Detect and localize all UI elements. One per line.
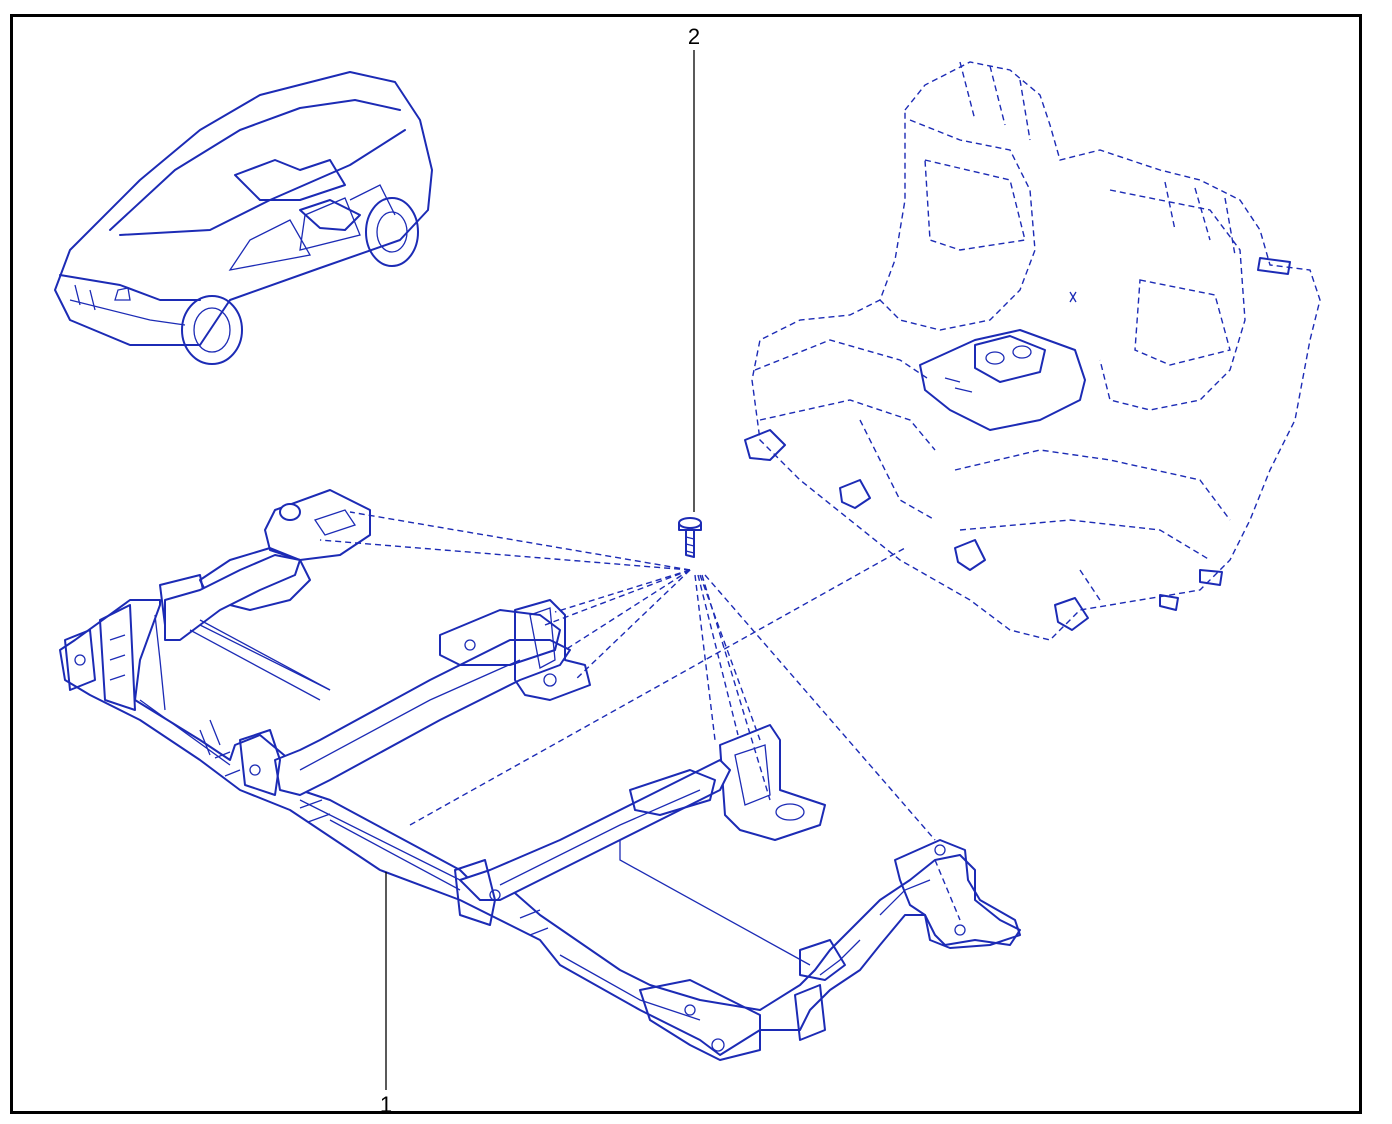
vehicle-locator-illustration (54, 71, 433, 365)
callout-2: 2 (688, 24, 700, 512)
rear-seat-assembly (744, 61, 1321, 641)
callout-label: 2 (688, 24, 700, 49)
bolt-part (678, 517, 702, 558)
callout-1: 1 (380, 872, 392, 1117)
diagram-border (10, 14, 1362, 1114)
callout-label: 1 (380, 1092, 392, 1117)
fastening-lines (319, 511, 961, 921)
seat-frame-part (59, 489, 1021, 1061)
